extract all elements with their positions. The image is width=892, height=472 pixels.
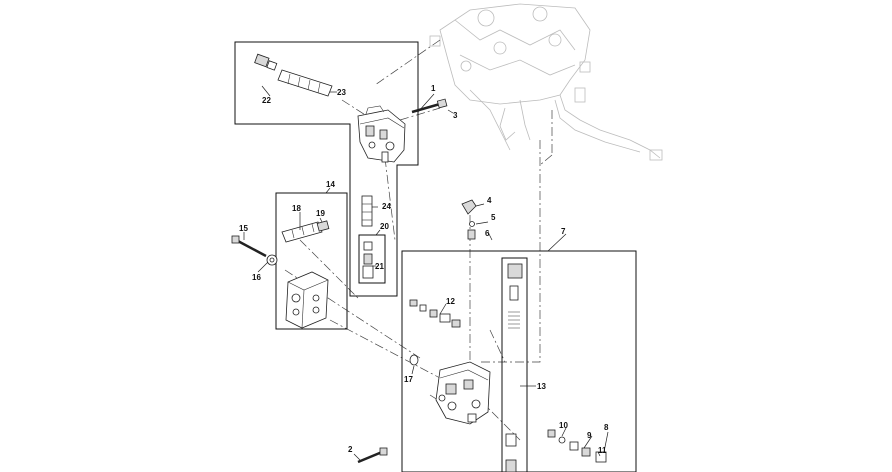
part-17-o-ring	[409, 354, 419, 366]
callout-13: 13	[537, 382, 546, 391]
part-24-spool	[361, 195, 373, 227]
part-8-valve-kit	[547, 429, 607, 463]
part-20-box	[358, 234, 386, 284]
part-1-valve-section	[357, 105, 406, 163]
callout-7: 7	[561, 227, 566, 236]
part-6-fitting	[467, 229, 476, 240]
callout-9: 9	[587, 431, 592, 440]
group-box-7	[401, 250, 637, 472]
part-16-washer	[266, 254, 278, 266]
part-7-main-valve-body	[435, 361, 491, 425]
part-4-cap	[461, 199, 477, 215]
callout-3: 3	[453, 111, 458, 120]
callout-20: 20	[380, 222, 389, 231]
callout-14: 14	[326, 180, 335, 189]
callout-2: 2	[348, 445, 353, 454]
part-12-spool-kit	[409, 299, 461, 328]
group-box-1	[234, 41, 419, 297]
part-21-check-valve	[362, 241, 374, 279]
callout-17: 17	[404, 375, 413, 384]
part-2-bolt	[357, 447, 388, 464]
part-15-bolt	[231, 235, 267, 258]
callout-24: 24	[382, 202, 391, 211]
callout-leaders	[243, 85, 609, 461]
callout-labels: 1 2 3 4 5 6 7 8 9 10 11 12 13 14 15 16 1…	[239, 84, 609, 455]
part-5-o-ring	[469, 221, 475, 227]
callout-11: 11	[598, 446, 607, 455]
callout-6: 6	[485, 229, 490, 238]
callout-15: 15	[239, 224, 248, 233]
background-engine-assembly	[429, 3, 663, 161]
callout-22: 22	[262, 96, 271, 105]
callout-1: 1	[431, 84, 436, 93]
callout-18: 18	[292, 204, 301, 213]
callout-23: 23	[337, 88, 346, 97]
part-19-fitting	[316, 220, 330, 232]
callout-19: 19	[316, 209, 325, 218]
callout-5: 5	[491, 213, 496, 222]
part-3-bolt	[411, 98, 448, 114]
callout-16: 16	[252, 273, 261, 282]
callout-10: 10	[559, 421, 568, 430]
callout-12: 12	[446, 297, 455, 306]
callout-4: 4	[487, 196, 492, 205]
part-14-valve-block	[285, 271, 329, 329]
part-18-seal-strip	[281, 221, 323, 243]
part-22-seal-kit	[254, 53, 333, 97]
callout-8: 8	[604, 423, 609, 432]
callout-21: 21	[375, 262, 384, 271]
part-13-spool-stack	[501, 257, 528, 472]
